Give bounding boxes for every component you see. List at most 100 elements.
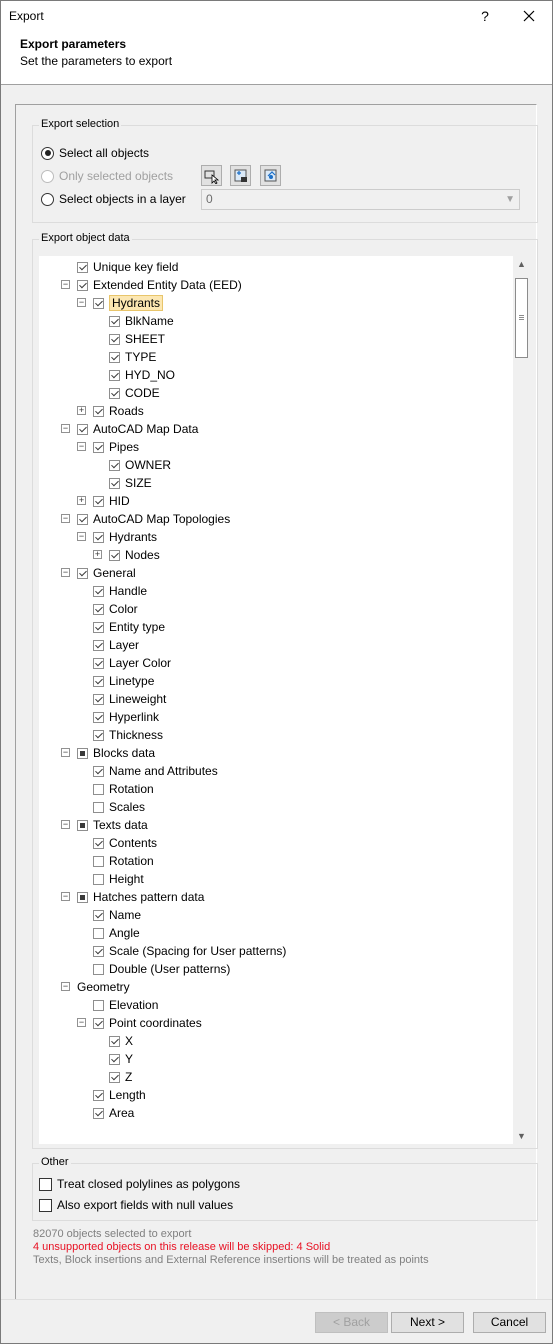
tree-item[interactable]: Entity type bbox=[93, 618, 165, 636]
scroll-thumb[interactable] bbox=[515, 278, 528, 358]
tree-item-checkbox[interactable] bbox=[93, 585, 104, 597]
tree-item[interactable]: Scales bbox=[93, 798, 145, 816]
tree-item[interactable]: Lineweight bbox=[93, 690, 166, 708]
tree-item[interactable]: Contents bbox=[93, 834, 157, 852]
tree-item-checkbox[interactable] bbox=[93, 837, 104, 849]
tree-item-checkbox[interactable] bbox=[93, 639, 104, 651]
tree-item[interactable]: General bbox=[77, 564, 136, 582]
next-button[interactable]: Next > bbox=[391, 1312, 464, 1333]
tree-item[interactable]: Pipes bbox=[93, 438, 139, 456]
tree-item-checkbox[interactable] bbox=[93, 1089, 104, 1101]
tree-item-checkbox[interactable] bbox=[93, 405, 104, 417]
tree-item[interactable]: Extended Entity Data (EED) bbox=[77, 276, 242, 294]
tree-item-checkbox[interactable] bbox=[109, 333, 120, 345]
tree-item-checkbox[interactable] bbox=[109, 477, 120, 489]
select-layer-radio[interactable] bbox=[41, 192, 54, 206]
close-button[interactable] bbox=[515, 4, 543, 28]
tree-item-checkbox[interactable] bbox=[77, 279, 88, 291]
tree-item-checkbox[interactable] bbox=[93, 729, 104, 741]
select-all-radio-row[interactable]: Select all objects bbox=[41, 144, 149, 162]
tree-item-checkbox[interactable] bbox=[93, 927, 104, 939]
tree-vertical-scrollbar[interactable]: ▲ ▼ bbox=[513, 256, 530, 1144]
tree-item-checkbox[interactable] bbox=[93, 675, 104, 687]
treat-closed-row[interactable]: Treat closed polylines as polygons bbox=[39, 1175, 240, 1193]
tree-item[interactable]: Roads bbox=[93, 402, 144, 420]
tree-item[interactable]: Name and Attributes bbox=[93, 762, 218, 780]
object-data-tree[interactable]: Unique key field−Extended Entity Data (E… bbox=[39, 256, 513, 1144]
tree-item-checkbox[interactable] bbox=[93, 1017, 104, 1029]
tree-item[interactable]: BlkName bbox=[109, 312, 174, 330]
tree-item-checkbox[interactable] bbox=[77, 513, 88, 525]
treat-closed-checkbox[interactable] bbox=[39, 1177, 52, 1191]
tree-item-checkbox[interactable] bbox=[93, 495, 104, 507]
tree-item[interactable]: HID bbox=[93, 492, 130, 510]
tree-item[interactable]: Y bbox=[109, 1050, 133, 1068]
tree-item-checkbox[interactable] bbox=[109, 1035, 120, 1047]
tree-item[interactable]: Hatches pattern data bbox=[77, 888, 204, 906]
tree-item-checkbox[interactable] bbox=[109, 459, 120, 471]
collapse-icon[interactable]: − bbox=[61, 513, 70, 523]
tree-item-checkbox[interactable] bbox=[109, 1071, 120, 1083]
tree-item[interactable]: SHEET bbox=[109, 330, 165, 348]
tree-item[interactable]: Name bbox=[93, 906, 141, 924]
tree-item-checkbox[interactable] bbox=[93, 963, 104, 975]
tree-item[interactable]: Area bbox=[93, 1104, 134, 1122]
export-null-row[interactable]: Also export fields with null values bbox=[39, 1196, 233, 1214]
tree-item[interactable]: Linetype bbox=[93, 672, 154, 690]
collapse-icon[interactable]: − bbox=[61, 747, 70, 757]
expand-icon[interactable]: + bbox=[93, 549, 102, 559]
collapse-icon[interactable]: − bbox=[77, 1017, 86, 1027]
tree-item[interactable]: Texts data bbox=[77, 816, 148, 834]
tree-item-checkbox[interactable] bbox=[93, 945, 104, 957]
tree-item-checkbox[interactable] bbox=[93, 711, 104, 723]
collapse-icon[interactable]: − bbox=[61, 279, 70, 289]
filter-select-button[interactable] bbox=[260, 165, 281, 186]
tree-item[interactable]: AutoCAD Map Data bbox=[77, 420, 198, 438]
tree-item-checkbox[interactable] bbox=[77, 261, 88, 273]
tree-item-checkbox[interactable] bbox=[93, 783, 104, 795]
tree-item[interactable]: Hydrants bbox=[93, 528, 157, 546]
cancel-button[interactable]: Cancel bbox=[473, 1312, 546, 1333]
tree-item-checkbox[interactable] bbox=[77, 747, 88, 759]
tree-item[interactable]: OWNER bbox=[109, 456, 171, 474]
collapse-icon[interactable]: − bbox=[61, 819, 70, 829]
tree-item[interactable]: Hyperlink bbox=[93, 708, 159, 726]
tree-item-checkbox[interactable] bbox=[93, 909, 104, 921]
tree-item[interactable]: Thickness bbox=[93, 726, 163, 744]
tree-item[interactable]: Double (User patterns) bbox=[93, 960, 230, 978]
scroll-down-icon[interactable]: ▼ bbox=[517, 1131, 526, 1141]
tree-item[interactable]: Length bbox=[93, 1086, 146, 1104]
tree-item-checkbox[interactable] bbox=[93, 801, 104, 813]
tree-item[interactable]: Rotation bbox=[93, 852, 154, 870]
collapse-icon[interactable]: − bbox=[77, 297, 86, 307]
tree-item[interactable]: CODE bbox=[109, 384, 160, 402]
tree-item[interactable]: Handle bbox=[93, 582, 147, 600]
tree-item[interactable]: HYD_NO bbox=[109, 366, 175, 384]
tree-item-checkbox[interactable] bbox=[109, 315, 120, 327]
pick-objects-button[interactable] bbox=[201, 165, 222, 186]
select-all-radio[interactable] bbox=[41, 146, 54, 160]
tree-item-checkbox[interactable] bbox=[93, 621, 104, 633]
tree-item[interactable]: Point coordinates bbox=[93, 1014, 202, 1032]
tree-item-checkbox[interactable] bbox=[77, 819, 88, 831]
collapse-icon[interactable]: − bbox=[61, 567, 70, 577]
tree-item-checkbox[interactable] bbox=[93, 297, 104, 309]
tree-item[interactable]: Nodes bbox=[109, 546, 160, 564]
export-null-checkbox[interactable] bbox=[39, 1198, 52, 1212]
tree-item[interactable]: Blocks data bbox=[77, 744, 155, 762]
tree-item-checkbox[interactable] bbox=[93, 657, 104, 669]
tree-item-checkbox[interactable] bbox=[93, 693, 104, 705]
tree-item[interactable]: SIZE bbox=[109, 474, 152, 492]
quick-select-button[interactable] bbox=[230, 165, 251, 186]
tree-item[interactable]: Hydrants bbox=[93, 294, 164, 312]
tree-item-checkbox[interactable] bbox=[109, 1053, 120, 1065]
tree-item[interactable]: Layer Color bbox=[93, 654, 171, 672]
tree-item[interactable]: AutoCAD Map Topologies bbox=[77, 510, 230, 528]
collapse-icon[interactable]: − bbox=[77, 531, 86, 541]
tree-item[interactable]: Angle bbox=[93, 924, 140, 942]
tree-item-checkbox[interactable] bbox=[109, 351, 120, 363]
help-button[interactable]: ? bbox=[481, 8, 489, 24]
tree-item-checkbox[interactable] bbox=[77, 567, 88, 579]
tree-item-checkbox[interactable] bbox=[93, 1107, 104, 1119]
tree-item[interactable]: Geometry bbox=[77, 978, 130, 996]
